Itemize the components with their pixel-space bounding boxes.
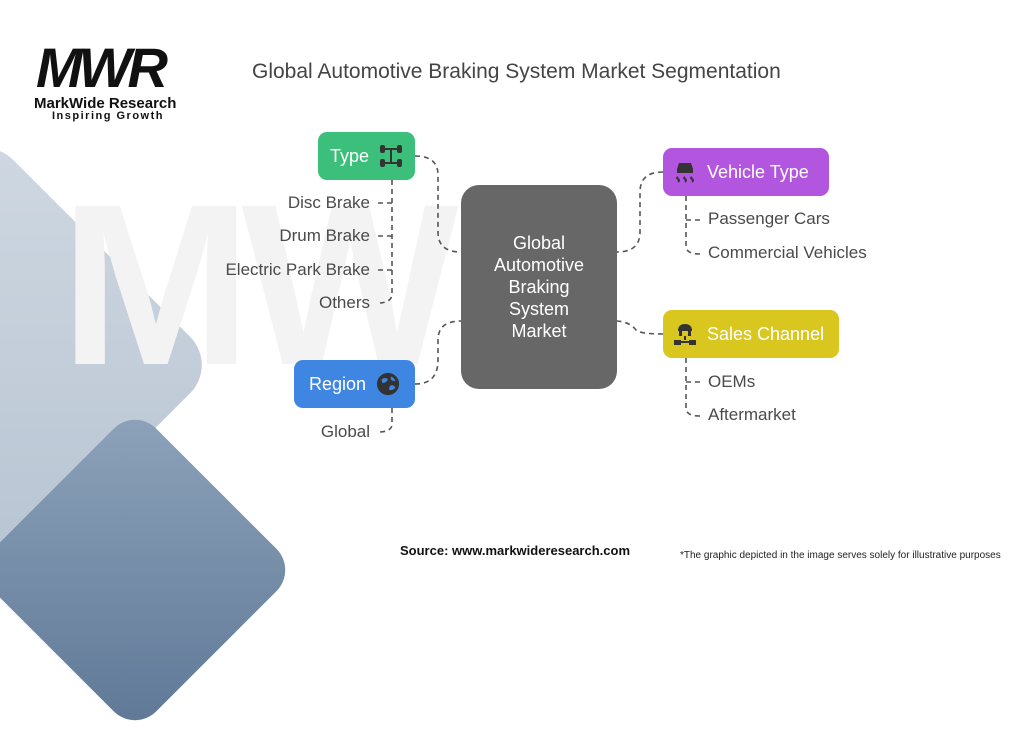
segment-vehicle-type-label: Vehicle Type xyxy=(707,161,809,182)
segment-type: Type xyxy=(318,132,415,180)
distribution-network-icon xyxy=(673,322,697,346)
list-item: Passenger Cars xyxy=(708,209,830,228)
list-item: Disc Brake xyxy=(287,193,370,212)
center-node: Global Automotive Braking System Market xyxy=(461,185,617,389)
source-text: Source: www.markwideresearch.com xyxy=(400,543,631,558)
list-item: Drum Brake xyxy=(279,226,370,245)
list-item: Others xyxy=(318,293,370,312)
list-item: Commercial Vehicles xyxy=(708,243,867,262)
connector-region-items xyxy=(377,408,393,433)
connector-type-items xyxy=(379,180,393,304)
list-item: Aftermarket xyxy=(708,405,796,424)
connector-lines xyxy=(377,155,701,433)
connector-sales-center xyxy=(616,320,664,335)
logo-mark: MWR xyxy=(36,36,168,99)
disclaimer-note: *The graphic depicted in the image serve… xyxy=(680,550,1001,561)
segment-region: Region xyxy=(294,360,415,408)
logo-name: MarkWide Research xyxy=(34,95,177,112)
skidding-car-icon xyxy=(673,160,697,184)
segment-region-label: Region xyxy=(308,373,367,394)
connector-vehicle-items xyxy=(685,196,701,255)
logo-tagline: Inspiring Growth xyxy=(52,110,164,122)
connector-vehicle-center xyxy=(616,171,664,253)
segment-type-label: Type xyxy=(329,145,370,166)
center-label: Global Automotive Braking System Market xyxy=(493,233,585,341)
globe-icon xyxy=(376,372,400,396)
segment-sales-channel: Sales Channel xyxy=(663,310,839,358)
connector-sales-items xyxy=(685,358,701,417)
connector-region-center xyxy=(414,320,462,385)
segment-vehicle-type: Vehicle Type xyxy=(663,148,829,196)
axle-icon xyxy=(379,144,403,168)
connector-type-center xyxy=(414,155,462,253)
page-title: Global Automotive Braking System Market … xyxy=(252,60,781,83)
list-item: OEMs xyxy=(708,372,756,391)
list-item: Electric Park Brake xyxy=(225,260,370,279)
list-item: Global xyxy=(320,422,370,441)
segment-sales-channel-label: Sales Channel xyxy=(707,323,825,344)
